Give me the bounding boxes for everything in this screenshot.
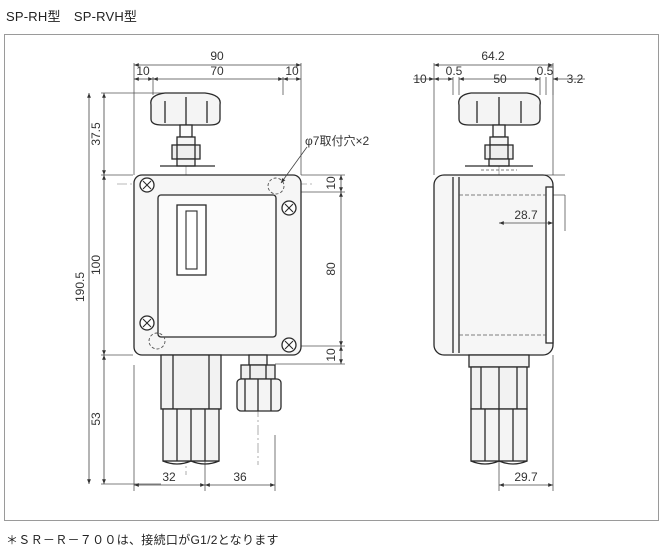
dim-side-overall-width: 64.2 xyxy=(481,49,505,63)
dim-front-hole-bottom: 10 xyxy=(324,348,338,362)
page-title: SP-RH型 SP-RVH型 xyxy=(6,9,138,24)
dim-side-gap-right: 0.5 xyxy=(537,64,554,78)
footnote: ＊ＳＲ－Ｒ－７００は、接続口がG1/2となります xyxy=(6,533,279,547)
drawing-frame: 90 10 70 10 190.5 37.5 100 53 32 36 10 8… xyxy=(4,34,659,521)
dim-front-left-margin: 10 xyxy=(136,64,150,78)
front-view xyxy=(101,63,345,491)
dim-front-hole-pitch: 80 xyxy=(324,262,338,276)
dim-side-inner-width: 50 xyxy=(493,72,507,86)
dim-front-knob-height: 37.5 xyxy=(89,122,103,146)
technical-drawing: 90 10 70 10 190.5 37.5 100 53 32 36 10 8… xyxy=(73,49,585,491)
dim-side-right-margin: 3.2 xyxy=(567,72,584,86)
dim-front-bottom-right: 36 xyxy=(233,470,247,484)
dim-front-bottom-height: 53 xyxy=(89,412,103,426)
dim-front-inner-width: 70 xyxy=(210,64,224,78)
dim-side-cover-depth: 28.7 xyxy=(514,208,538,222)
dim-front-total-height: 190.5 xyxy=(73,272,87,302)
dim-side-left-margin: 10 xyxy=(413,72,427,86)
dim-front-overall-width: 90 xyxy=(210,49,224,63)
dim-front-right-margin: 10 xyxy=(285,64,299,78)
dim-front-body-height: 100 xyxy=(89,255,103,275)
dim-side-gap-left: 0.5 xyxy=(446,64,463,78)
dim-side-bottom-offset: 29.7 xyxy=(514,470,538,484)
dim-front-hole-note: φ7取付穴×2 xyxy=(305,133,369,148)
side-view xyxy=(433,63,566,491)
dim-front-bottom-left: 32 xyxy=(162,470,176,484)
dim-front-hole-top: 10 xyxy=(324,176,338,190)
